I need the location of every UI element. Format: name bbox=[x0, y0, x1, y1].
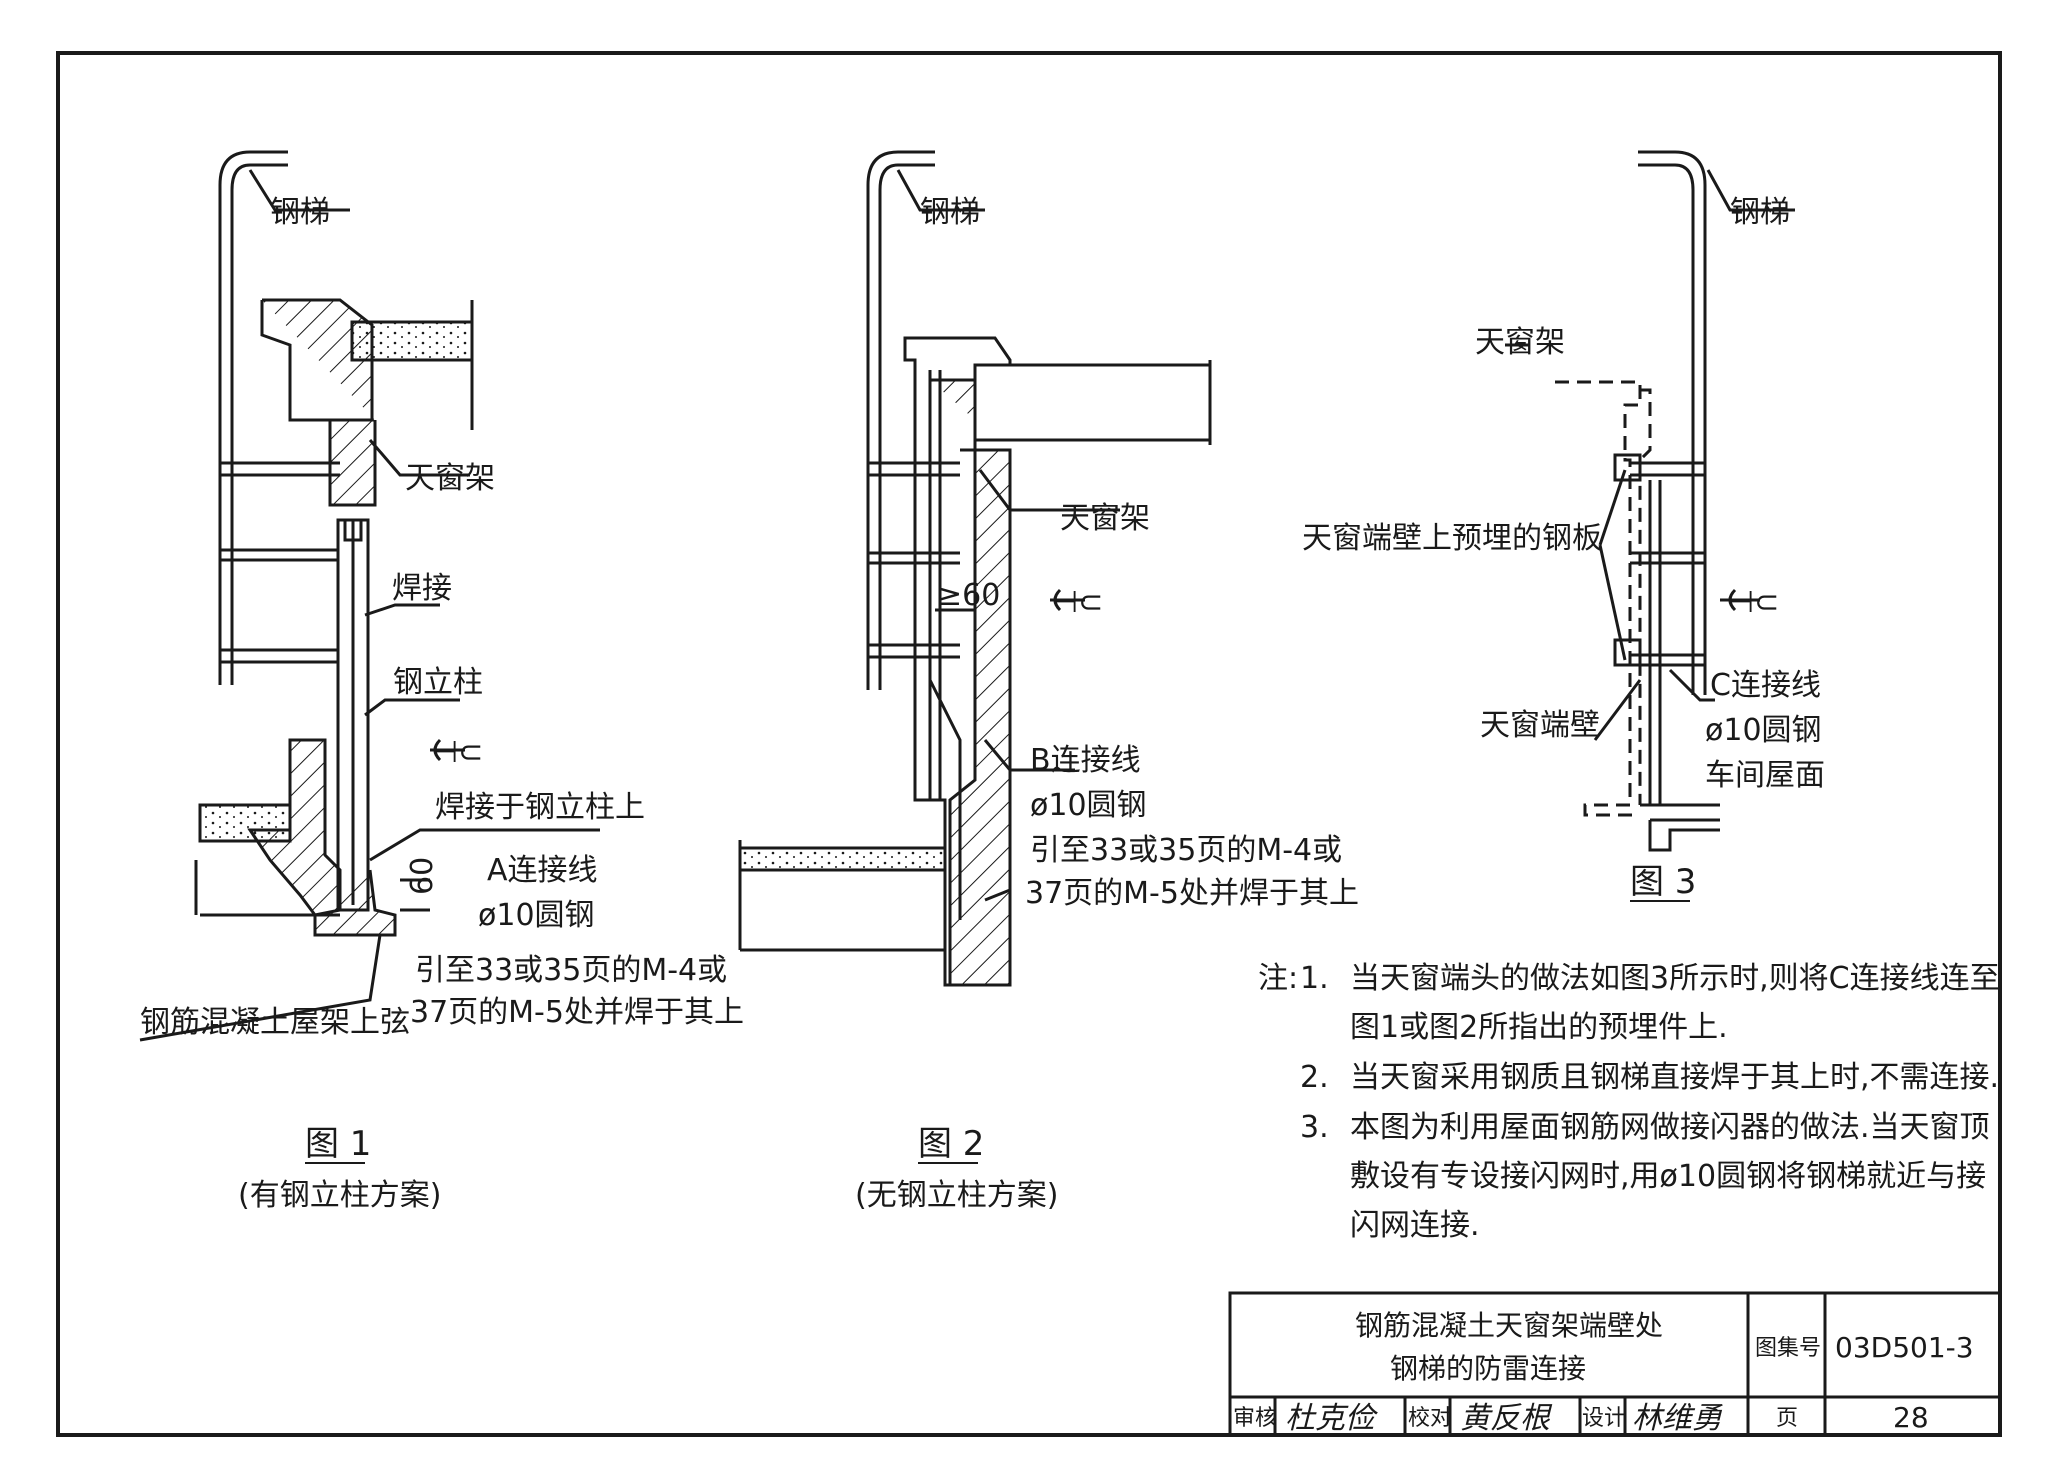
fig1-conn-line-label: A连接线 bbox=[487, 853, 598, 888]
note-1-line-1: 当天窗端头的做法如图3所示时,则将C连接线连至 bbox=[1350, 961, 2000, 996]
fig2-dim-label: ≥60 bbox=[937, 578, 1000, 613]
notes-prefix: 注: bbox=[1258, 961, 1298, 996]
note-2-line-1: 当天窗采用钢质且钢梯直接焊于其上时,不需连接. bbox=[1350, 1060, 1999, 1095]
figure-3-labels: 钢梯 天窗架 天窗端壁上预埋的钢板 ⊣⊂ 天窗端壁 C连接线 ø10圆钢 车间屋… bbox=[1302, 195, 1825, 902]
drawing-title-line2: 钢梯的防雷连接 bbox=[1390, 1352, 1586, 1385]
title-block-text: 钢筋混凝土天窗架端壁处 钢梯的防雷连接 图集号 03D501-3 页 28 审核… bbox=[1233, 1309, 1974, 1436]
fig1-weld-label: 焊接 bbox=[392, 571, 452, 606]
fig3-end-wall bbox=[1555, 380, 1642, 817]
notes: 注: 1. 当天窗端头的做法如图3所示时,则将C连接线连至 图1或图2所指出的预… bbox=[1258, 961, 2000, 1243]
fig3-lightning-symbol: ⊣⊂ bbox=[1728, 585, 1779, 620]
check-label: 校对 bbox=[1408, 1406, 1452, 1431]
atlas-no-value: 03D501-3 bbox=[1835, 1331, 1974, 1364]
fig2-conn-line-label: B连接线 bbox=[1030, 743, 1141, 778]
fig1-frame-top bbox=[262, 298, 377, 507]
figure-2 bbox=[738, 150, 1212, 987]
fig3-ladder-label: 钢梯 bbox=[1730, 195, 1790, 230]
title-block bbox=[1228, 1291, 2002, 1437]
fig2-roof-slab bbox=[973, 363, 1212, 442]
fig1-route-line2: 37页的M-5处并焊于其上 bbox=[410, 995, 744, 1030]
note-1-num: 1. bbox=[1300, 961, 1329, 996]
note-3-line-3: 闪网连接. bbox=[1350, 1208, 1480, 1243]
fig1-truss-label: 钢筋混凝土屋架上弦 bbox=[140, 1005, 410, 1040]
fig2-lightning-symbol: ⊣⊂ bbox=[1052, 585, 1103, 620]
fig1-route-line1: 引至33或35页的M-4或 bbox=[415, 953, 727, 988]
note-3-line-1: 本图为利用屋面钢筋网做接闪器的做法.当天窗顶 bbox=[1350, 1110, 1990, 1145]
atlas-no-label: 图集号 bbox=[1755, 1336, 1821, 1361]
note-3-line-2: 敷设有专设接闪网时,用ø10圆钢将钢梯就近与接 bbox=[1350, 1159, 1986, 1194]
fig1-lightning-symbol: ⊣⊂ bbox=[432, 735, 483, 770]
note-3-num: 3. bbox=[1300, 1110, 1329, 1145]
fig3-caption: 图 3 bbox=[1630, 862, 1696, 902]
fig3-conn-line-label: C连接线 bbox=[1710, 668, 1821, 703]
fig3-ladder-rail bbox=[1638, 150, 1707, 695]
figure-3 bbox=[1505, 150, 1795, 852]
drawing-title-line1: 钢筋混凝土天窗架端壁处 bbox=[1355, 1309, 1663, 1342]
fig2-route-line1: 引至33或35页的M-4或 bbox=[1030, 833, 1342, 868]
figure-1-labels: 钢梯 天窗架 焊接 钢立柱 ⊣⊂ 焊接于钢立柱上 60 A连接线 ø10圆钢 引… bbox=[140, 195, 744, 1213]
fig1-roof-slab bbox=[350, 320, 474, 362]
review-label: 审核 bbox=[1233, 1406, 1277, 1431]
fig1-dim-label: 60 bbox=[405, 857, 440, 895]
fig3-bar-label: ø10圆钢 bbox=[1705, 713, 1822, 748]
note-2-num: 2. bbox=[1300, 1060, 1329, 1095]
design-signature: 林维勇 bbox=[1632, 1401, 1723, 1436]
fig1-bar-label: ø10圆钢 bbox=[478, 898, 595, 933]
fig3-end-wall-label: 天窗端壁 bbox=[1480, 708, 1600, 743]
fig3-roof-label: 车间屋面 bbox=[1705, 758, 1825, 793]
review-signature: 杜克俭 bbox=[1285, 1401, 1378, 1436]
fig1-ladder-rail bbox=[218, 150, 288, 685]
fig2-frame-label: 天窗架 bbox=[1060, 501, 1150, 536]
figure-2-labels: 钢梯 天窗架 ≥60 ⊣⊂ B连接线 ø10圆钢 引至33或35页的M-4或 3… bbox=[855, 195, 1359, 1213]
fig3-plate-label: 天窗端壁上预埋的钢板 bbox=[1302, 521, 1602, 556]
figure-1 bbox=[139, 150, 600, 1042]
fig1-ladder-label: 钢梯 bbox=[270, 195, 330, 230]
fig2-subtitle: (无钢立柱方案) bbox=[855, 1178, 1058, 1213]
fig2-ladder-label: 钢梯 bbox=[920, 195, 980, 230]
fig1-frame-label: 天窗架 bbox=[405, 461, 495, 496]
fig2-ladder-rail bbox=[866, 150, 935, 690]
check-signature: 黄反根 bbox=[1460, 1401, 1553, 1436]
sheet-border bbox=[56, 51, 2002, 1437]
fig3-frame-label: 天窗架 bbox=[1475, 325, 1565, 360]
page-label: 页 bbox=[1776, 1406, 1798, 1431]
fig2-caption: 图 2 bbox=[918, 1124, 984, 1164]
fig2-bar-label: ø10圆钢 bbox=[1030, 788, 1147, 823]
fig2-route-line2: 37页的M-5处并焊于其上 bbox=[1025, 876, 1359, 911]
fig1-subtitle: (有钢立柱方案) bbox=[238, 1178, 441, 1213]
design-label: 设计 bbox=[1582, 1406, 1626, 1431]
fig1-weld-to-column-label: 焊接于钢立柱上 bbox=[435, 790, 645, 825]
fig1-column-label: 钢立柱 bbox=[393, 665, 483, 700]
page-no-value: 28 bbox=[1893, 1401, 1929, 1434]
fig1-caption: 图 1 bbox=[305, 1124, 371, 1164]
note-1-line-2: 图1或图2所指出的预埋件上. bbox=[1350, 1010, 1728, 1045]
